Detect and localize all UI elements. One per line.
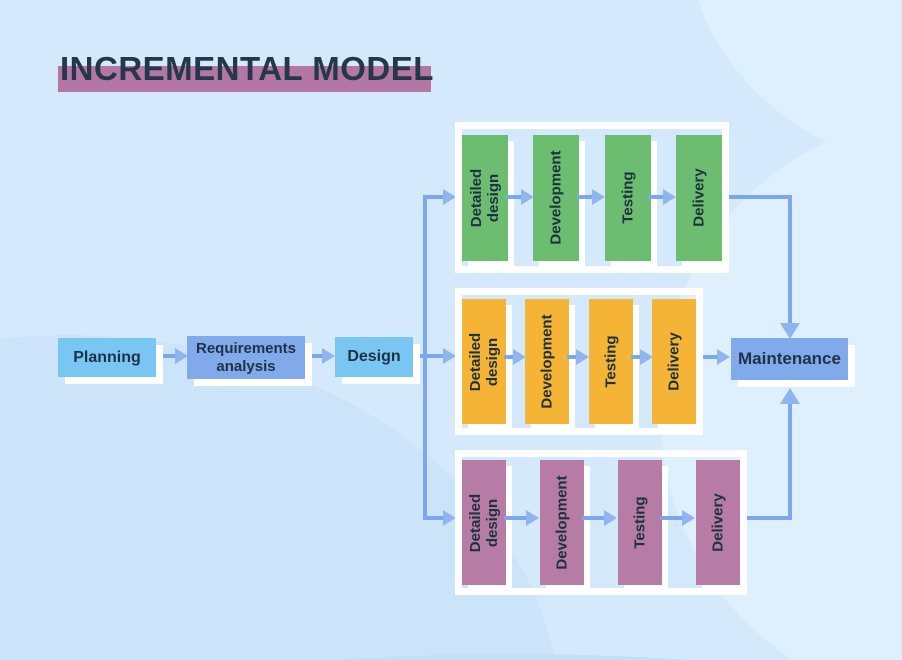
step-label: Delivery bbox=[709, 493, 727, 552]
connector-increment-2-to-maintenance-line bbox=[703, 355, 719, 359]
arrowhead-right-icon bbox=[513, 349, 526, 365]
step-development: Development bbox=[540, 460, 584, 585]
arrowhead-right-icon bbox=[443, 348, 456, 364]
step-development: Development bbox=[533, 134, 580, 261]
step-arrow-line bbox=[660, 516, 684, 520]
step-delivery: Delivery bbox=[651, 299, 696, 424]
connector-increment-3-to-maintenance-hline bbox=[747, 516, 792, 520]
arrowhead-right-icon bbox=[592, 189, 605, 205]
step-testing: Testing bbox=[588, 299, 633, 424]
step-arrow-line bbox=[567, 355, 579, 359]
arrowhead-right-icon bbox=[640, 349, 653, 365]
step-label: Delivery bbox=[665, 332, 683, 391]
step-arrow-line bbox=[577, 195, 594, 199]
planning-box: Planning bbox=[58, 338, 156, 377]
step-development: Development bbox=[525, 299, 570, 424]
arrowhead-right-icon bbox=[576, 349, 589, 365]
arrowhead-right-icon bbox=[443, 189, 456, 205]
title-highlight-bar bbox=[58, 66, 431, 92]
arrowhead-right-icon bbox=[322, 348, 335, 364]
requirements-analysis-label: Requirements analysis bbox=[195, 339, 297, 375]
step-arrow-line bbox=[506, 195, 523, 199]
increment-2-track: Detailed design Development Testing Deli… bbox=[455, 288, 703, 435]
step-label: Testing bbox=[602, 335, 620, 388]
step-label: Delivery bbox=[690, 168, 708, 227]
step-testing: Testing bbox=[618, 460, 662, 585]
arrowhead-down-icon bbox=[780, 323, 800, 339]
arrowhead-right-icon bbox=[682, 510, 695, 526]
arrowhead-up-icon bbox=[780, 388, 800, 404]
step-arrow-line bbox=[582, 516, 606, 520]
step-arrow-line bbox=[504, 355, 516, 359]
arrowhead-right-icon bbox=[175, 348, 188, 364]
step-label: Development bbox=[538, 314, 556, 409]
design-label: Design bbox=[347, 348, 401, 365]
arrowhead-right-icon bbox=[526, 510, 539, 526]
arrowhead-right-icon bbox=[443, 510, 456, 526]
step-arrow-line bbox=[631, 355, 643, 359]
step-label: Development bbox=[553, 475, 571, 570]
step-label: Testing bbox=[619, 171, 637, 224]
design-box: Design bbox=[335, 337, 413, 377]
step-detailed-design: Detailed design bbox=[462, 299, 506, 424]
step-label: Development bbox=[547, 150, 565, 245]
arrowhead-right-icon bbox=[604, 510, 617, 526]
connector-increment-1-to-maintenance-vline bbox=[788, 195, 792, 323]
page-title: INCREMENTAL MODEL bbox=[60, 50, 434, 87]
step-label: Detailed design bbox=[467, 332, 501, 391]
step-label: Testing bbox=[631, 496, 649, 549]
step-label: Detailed design bbox=[468, 168, 502, 227]
arrowhead-right-icon bbox=[521, 189, 534, 205]
step-detailed-design: Detailed design bbox=[462, 460, 506, 585]
arrowhead-right-icon bbox=[663, 189, 676, 205]
arrow-requirements-to-design-line bbox=[305, 354, 324, 358]
increment-3-track: Detailed design Development Testing Deli… bbox=[455, 450, 747, 595]
connector-increment-1-to-maintenance-hline bbox=[729, 195, 792, 199]
background-bottom-strip bbox=[0, 654, 902, 660]
arrow-planning-to-requirements-line bbox=[156, 354, 177, 358]
arrowhead-right-icon bbox=[717, 349, 730, 365]
planning-label: Planning bbox=[73, 348, 141, 366]
requirements-analysis-box: Requirements analysis bbox=[187, 336, 305, 379]
step-testing: Testing bbox=[604, 134, 651, 261]
design-branch-stub-line bbox=[413, 354, 427, 358]
branch-arrow-increment-3-line bbox=[425, 516, 445, 520]
step-label: Detailed design bbox=[467, 493, 501, 552]
step-delivery: Delivery bbox=[675, 134, 722, 261]
step-arrow-line bbox=[504, 516, 528, 520]
connector-increment-3-to-maintenance-vline bbox=[788, 404, 792, 520]
branch-arrow-increment-2-line bbox=[425, 354, 445, 358]
increment-1-track: Detailed design Development Testing Deli… bbox=[455, 122, 729, 273]
maintenance-label: Maintenance bbox=[738, 349, 841, 368]
step-detailed-design: Detailed design bbox=[462, 134, 508, 261]
branch-arrow-increment-1-line bbox=[425, 195, 445, 199]
step-delivery: Delivery bbox=[696, 460, 740, 585]
maintenance-box: Maintenance bbox=[731, 338, 848, 380]
step-arrow-line bbox=[648, 195, 665, 199]
